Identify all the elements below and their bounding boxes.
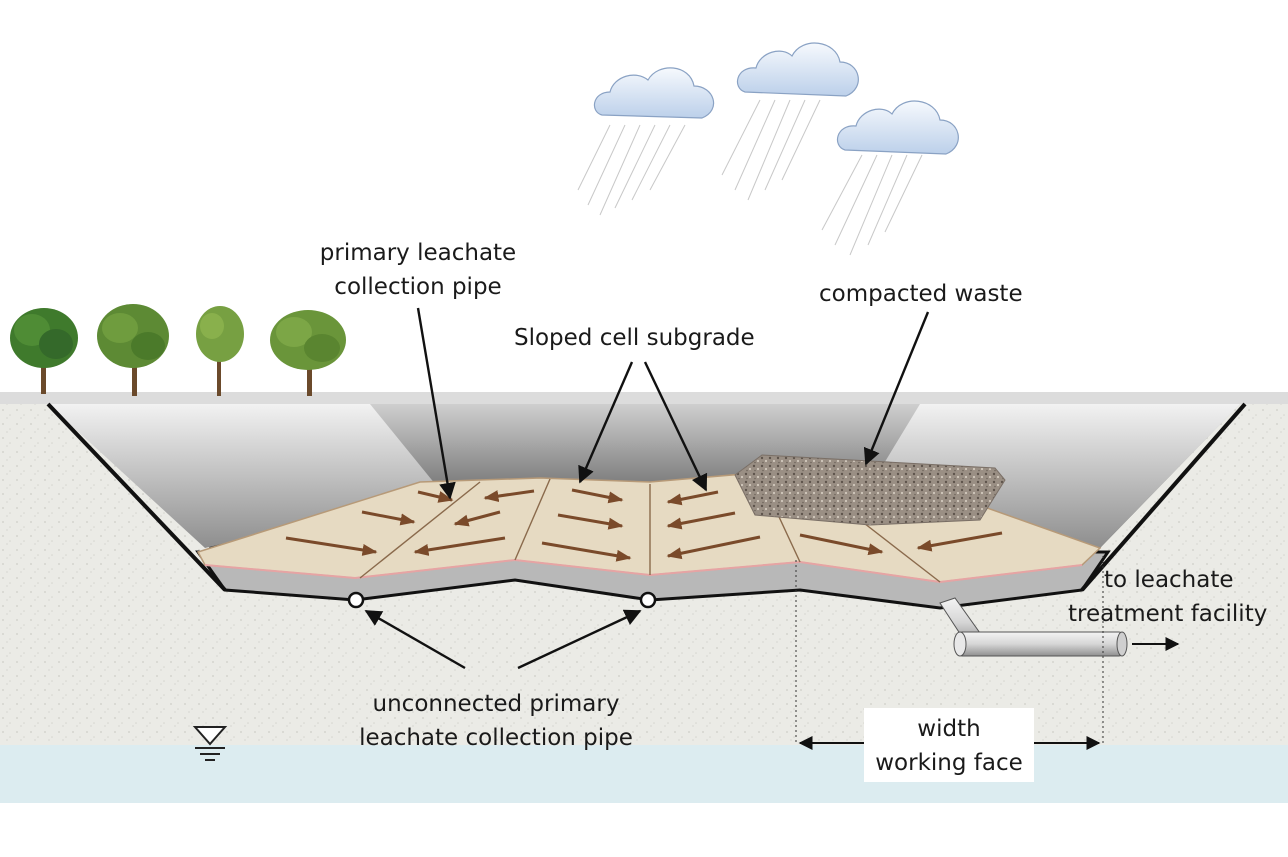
label-unconnected-pipe: unconnected primary leachate collection … — [340, 687, 652, 755]
label-sloped-subgrade: Sloped cell subgrade — [514, 325, 755, 351]
flow-arrow-icon — [571, 488, 624, 504]
flow-arrow-icon — [453, 510, 501, 527]
flow-arrow-icon — [799, 533, 884, 556]
rain-icon — [577, 99, 923, 256]
label-primary-pipe-line1: primary leachate — [319, 240, 517, 266]
label-unconnected-line1: unconnected primary — [372, 691, 620, 717]
label-working-face-text: working face — [875, 750, 1023, 776]
flow-arrows — [285, 488, 1003, 562]
flow-arrow-icon — [483, 489, 535, 503]
flow-arrow-icon — [413, 536, 506, 556]
flow-arrow-icon — [557, 513, 624, 530]
callout-unconnected-right — [517, 609, 642, 670]
label-unconnected-line2: leachate collection pipe — [359, 725, 633, 751]
liner-left-edge — [46, 402, 227, 592]
unconnected-pipe-left — [347, 591, 365, 609]
tree-icon — [10, 308, 78, 394]
flow-arrow-icon — [666, 535, 761, 560]
label-primary-pipe-line2: collection pipe — [334, 274, 502, 300]
compacted-waste-pile — [734, 454, 1006, 526]
callout-compacted-waste — [863, 311, 930, 466]
label-width: width — [917, 716, 981, 742]
tree-icon — [196, 306, 244, 396]
label-working-face: width working face — [864, 708, 1034, 782]
ground-surface — [0, 392, 1288, 406]
callout-primary-pipe — [416, 307, 456, 500]
callout-subgrade-left — [578, 361, 634, 484]
flow-arrow-icon — [916, 531, 1003, 552]
flow-arrow-icon — [666, 511, 736, 530]
flow-arrow-icon — [541, 541, 632, 562]
tree-icon — [270, 310, 346, 396]
tree-icon — [97, 304, 169, 396]
callout-unconnected-left — [364, 609, 466, 670]
label-primary-pipe: primary leachate collection pipe — [300, 236, 536, 304]
flow-arrow-icon — [361, 510, 416, 526]
label-compacted-waste: compacted waste — [819, 281, 1023, 307]
cloud-icon — [836, 100, 959, 155]
cloud-icon — [593, 67, 715, 119]
cloud-icon — [736, 42, 859, 97]
water-table-icon — [192, 726, 228, 761]
flow-arrow-icon — [285, 536, 378, 556]
right-side-slope — [880, 404, 1240, 548]
outlet-pipe-icon — [939, 597, 1128, 657]
unconnected-pipe-right — [639, 591, 657, 609]
callout-subgrade-right — [643, 361, 708, 492]
label-treatment-line2: treatment facility — [1068, 601, 1268, 627]
subgrade-panel-lines — [359, 475, 941, 583]
flow-arrow-icon — [666, 490, 719, 506]
label-treatment-line1: to leachate — [1104, 567, 1234, 593]
label-treatment: to leachate treatment facility — [1068, 563, 1267, 631]
liner-right-edge — [1080, 402, 1247, 592]
